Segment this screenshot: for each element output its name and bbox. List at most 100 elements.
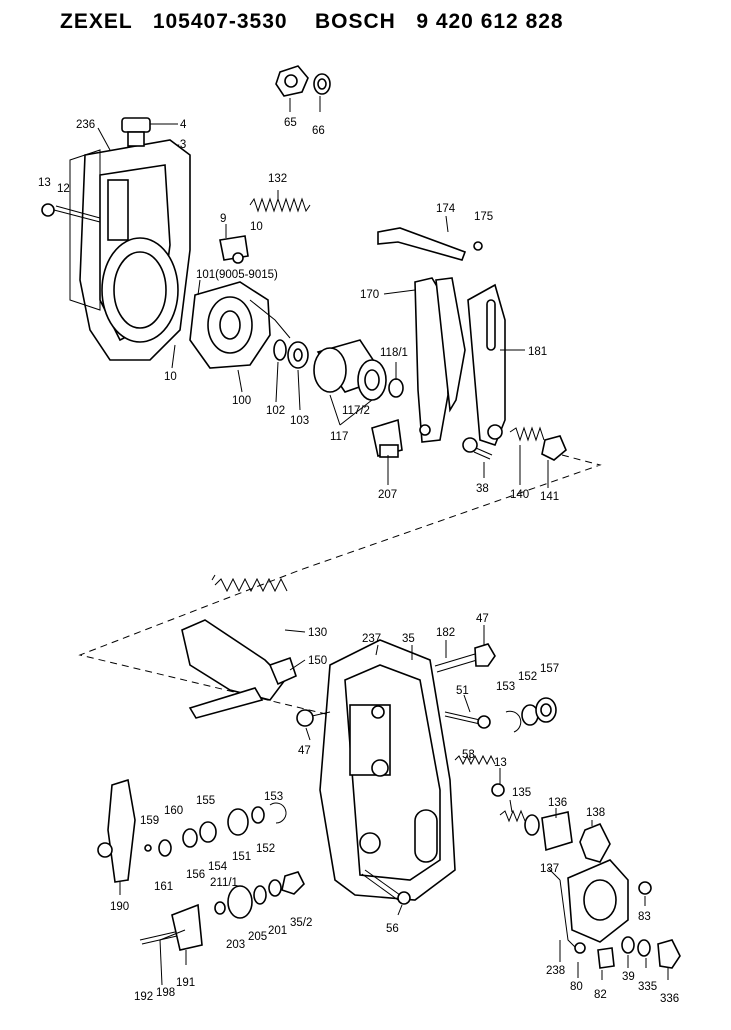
label-152-left: 152 [256,843,275,855]
sleeve-parts-102-103 [273,339,309,369]
label-9: 9 [220,213,226,225]
governor-cover-237 [319,639,456,901]
label-236: 236 [76,119,95,131]
label-35: 35 [402,633,415,645]
label-170: 170 [360,289,379,301]
label-203: 203 [226,939,245,951]
bolt-83-80-82 [574,881,652,969]
label-161: 161 [154,881,173,893]
cap-assembly-238 [559,859,629,951]
lever-191-bolts [139,903,203,951]
label-141: 141 [540,491,559,503]
label-47-upper: 47 [476,613,489,625]
bolt-12 [41,203,101,223]
sleeve-117 [313,339,404,401]
label-101: 101(9005-9015) [196,269,278,281]
leader-lines [97,96,669,986]
label-80: 80 [570,981,583,993]
lever-181 [467,283,506,446]
label-13-lower: 13 [494,757,507,769]
label-211-1: 211/1 [210,877,238,889]
label-155: 155 [196,795,215,807]
label-157: 157 [540,663,559,675]
brand-bosch: BOSCH [314,10,396,33]
label-66: 66 [312,125,325,137]
flyweight-assembly-100 [189,281,291,369]
governor-housing [69,139,191,361]
label-190: 190 [110,901,129,913]
label-65: 65 [284,117,297,129]
label-35-2: 35/2 [290,917,312,929]
label-151: 151 [232,851,251,863]
label-156: 156 [186,869,205,881]
screw-56 [361,869,411,905]
label-152-right: 152 [518,671,537,683]
screw-51 [444,711,491,729]
label-238: 238 [546,965,565,977]
parts-203-205-201-211 [214,871,305,919]
spring-132 [249,197,311,213]
label-117-2: 117/2 [342,405,370,417]
part-labels: 236 4 -3 13 12 65 66 132 9 10 101(9005-9… [38,117,679,1005]
label-4: 4 [180,119,187,131]
label-181: 181 [528,346,547,358]
lever-shaft-150 [181,619,297,719]
label-237: 237 [362,633,381,645]
label-38: 38 [476,483,489,495]
label-138: 138 [586,807,605,819]
label-47-lower: 47 [298,745,311,757]
label-207: 207 [378,489,397,501]
label-10-upper: 10 [250,221,263,233]
plug-screw [121,117,151,147]
label-198: 198 [156,987,175,999]
block-207 [371,418,403,458]
brand-zexel: ZEXEL [60,10,133,33]
lever-170 [414,277,466,443]
label-135: 135 [512,787,531,799]
label-3: -3 [176,139,186,151]
nut-65-washer-66 [275,65,331,97]
spring-140-nut-141 [509,426,567,461]
label-83: 83 [638,911,651,923]
screw-53-nut-13 [454,754,505,797]
bolt-38 [462,437,493,460]
label-12: 12 [57,183,70,195]
label-140: 140 [510,489,529,501]
label-39: 39 [622,971,635,983]
label-118-1: 118/1 [380,347,408,359]
lever-190 [97,778,136,883]
label-137: 137 [540,863,559,875]
label-150: 150 [308,655,327,667]
label-102: 102 [266,405,285,417]
label-153-right: 153 [496,681,515,693]
label-117: 117 [330,431,348,443]
label-336: 336 [660,993,679,1005]
label-182: 182 [436,627,455,639]
bosch-part-number: 9 420 612 828 [416,10,564,33]
spring-130 [211,574,288,593]
label-132: 132 [268,173,287,185]
label-154: 154 [208,861,228,873]
label-130: 130 [308,627,327,639]
label-159: 159 [140,815,159,827]
diagram-title: ZEXEL 105407-3530 BOSCH 9 420 612 828 [60,10,564,34]
label-10-lower: 10 [164,371,177,383]
label-205: 205 [248,931,267,943]
label-175: 175 [474,211,493,223]
label-103: 103 [290,415,309,427]
connection-line-upper [78,454,602,716]
washers-39-335-336 [621,936,681,969]
label-56: 56 [386,923,399,935]
label-136: 136 [548,797,567,809]
pin-182-nut-47 [434,643,496,673]
ring-153-152-157 [505,697,557,733]
label-51: 51 [456,685,469,697]
lever-174 [377,227,483,261]
label-100: 100 [232,395,251,407]
label-53: 53 [462,749,475,761]
label-82: 82 [594,989,607,1001]
small-parts-159-161 [144,802,287,857]
label-160: 160 [164,805,183,817]
label-192: 192 [134,991,153,1003]
